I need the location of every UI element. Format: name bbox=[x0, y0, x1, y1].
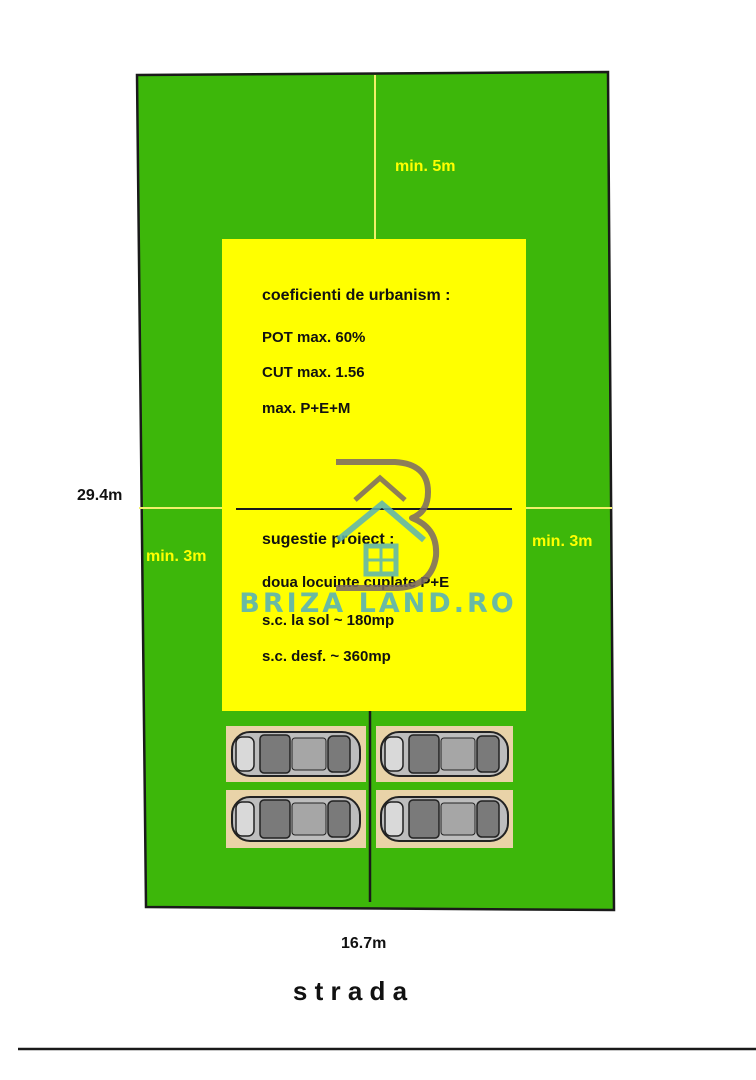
pot-value: POT max. 60% bbox=[262, 329, 365, 346]
parking-spot bbox=[226, 726, 366, 782]
car-icon bbox=[380, 796, 509, 842]
car-icon bbox=[380, 731, 509, 777]
car-icon bbox=[231, 731, 361, 777]
street-label: s t r a d a bbox=[293, 976, 408, 1006]
urbanism-heading: coeficienti de urbanism : bbox=[262, 287, 450, 304]
left-setback-label: min. 3m bbox=[146, 548, 206, 565]
lot-depth-label: 29.4m bbox=[77, 487, 122, 504]
watermark-logo-icon bbox=[336, 459, 440, 591]
project-heading: sugestie proiect : bbox=[262, 531, 394, 548]
car-icon bbox=[231, 796, 361, 842]
cut-value: CUT max. 1.56 bbox=[262, 364, 365, 381]
parking-area bbox=[226, 726, 513, 848]
watermark-text: BRIZA LAND.RO bbox=[239, 588, 516, 619]
height-regime: max. P+E+M bbox=[262, 400, 350, 417]
ground-area: s.c. la sol ~ 180mp bbox=[262, 612, 394, 629]
lot-width-label: 16.7m bbox=[341, 935, 386, 952]
parking-spot bbox=[226, 790, 366, 848]
parking-spot bbox=[376, 726, 513, 782]
rear-setback-label: min. 5m bbox=[395, 158, 455, 175]
parking-spot bbox=[376, 790, 513, 848]
buildable-area bbox=[222, 239, 526, 711]
right-setback-label: min. 3m bbox=[532, 533, 592, 550]
developed-area: s.c. desf. ~ 360mp bbox=[262, 648, 391, 665]
